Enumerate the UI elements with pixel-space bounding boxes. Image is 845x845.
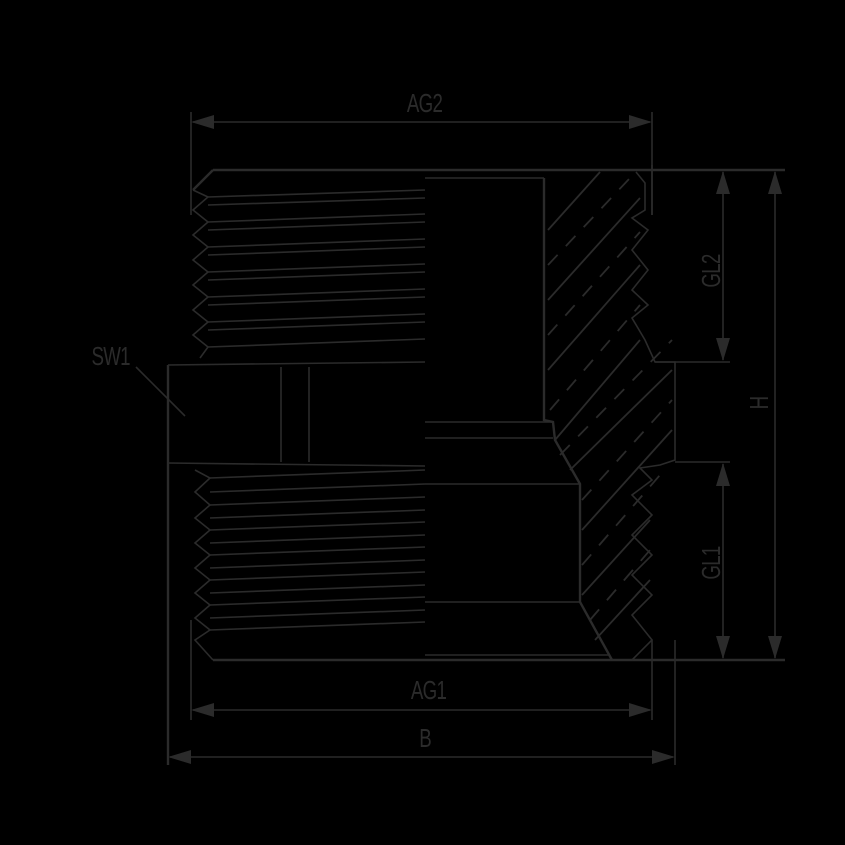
label-ag1: AG1 <box>410 675 447 705</box>
label-h: H <box>743 396 774 410</box>
dimension-gl1 <box>716 463 730 659</box>
label-gl1: GL1 <box>696 546 727 580</box>
dimension-ag1 <box>190 620 652 720</box>
thread-lower <box>193 469 426 661</box>
label-gl2: GL2 <box>696 254 727 288</box>
dimension-ag2 <box>190 112 653 215</box>
label-ag2: AG2 <box>406 88 443 118</box>
hatched-section <box>542 171 676 661</box>
dimension-b <box>168 750 675 764</box>
dimension-h <box>768 171 782 659</box>
hex-section <box>135 361 426 765</box>
thread-upper <box>191 189 426 359</box>
dimension-gl2 <box>716 171 730 361</box>
label-sw1: SW1 <box>91 341 130 371</box>
label-b: B <box>419 723 432 753</box>
